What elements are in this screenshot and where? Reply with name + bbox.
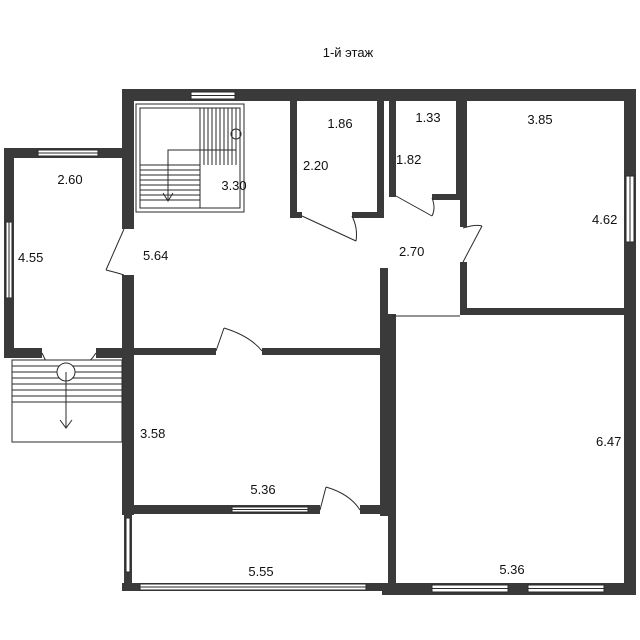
outer-wall-left-lower [122,275,134,515]
door-bedroom-arc [462,224,483,229]
door-kitchen-arc [223,327,263,352]
staircase [135,103,245,213]
bathroom-width-label: 1.33 [415,110,440,125]
bedroom-depth-label: 4.62 [592,212,617,227]
bathroom-wall-bottom [432,194,463,200]
kitchen-width-label: 5.36 [250,482,275,497]
bathroom-wall-right [456,101,463,197]
hall-width-label: 3.30 [221,178,246,193]
porch-steps [11,359,123,443]
door-closet-arc [351,215,357,242]
windows [5,91,635,593]
steps-arrow-head [59,419,73,429]
living-depth-label: 6.47 [596,434,621,449]
door-entrance-leaf [105,228,125,271]
stair-arrow-head [162,192,174,202]
closet-wall-bottom-left [290,212,302,218]
door-bathroom-arc [431,197,435,217]
porch-wall-bottom-right [96,348,132,358]
kitchen-wall-bottom-left [122,505,320,514]
door-veranda-arc [325,486,361,511]
bedroom-wall-left-lower [460,262,467,314]
door-bedroom-leaf [462,225,483,263]
outer-wall-left-upper [122,89,134,229]
closet-wall-right [377,101,384,217]
closet-wall-left [290,101,297,217]
kitchen-depth-label: 3.58 [140,426,165,441]
closet-depth-label: 2.20 [303,158,328,173]
porch-width-label: 2.60 [57,172,82,187]
closet-wall-bottom-right [352,212,384,218]
porch-wall-bottom-left [4,348,42,358]
floor-title: 1-й этаж [323,45,374,60]
bedroom-width-label: 3.85 [527,112,552,127]
door-closet-leaf [301,215,357,242]
door-kitchen-leaf [215,327,225,352]
corridor-width-label: 2.70 [399,244,424,259]
stair-inner-outline [139,107,241,209]
stair-outline [135,103,245,213]
hall-wall-bottom-left [134,348,216,355]
living-wall-left [388,314,396,595]
closet-width-label: 1.86 [327,116,352,131]
hall-wall-right [380,268,388,354]
window-veranda-left [125,517,131,573]
door-bathroom-leaf [395,195,433,217]
kitchen-wall-right [380,354,388,516]
door-veranda-leaf [319,486,327,511]
veranda-width-label: 5.55 [248,564,273,579]
bedroom-wall-bottom [460,308,636,315]
stair-direction-line [167,134,237,200]
hall-wall-bottom-right [262,348,388,355]
hall-depth-label: 5.64 [143,248,168,263]
porch-depth-label: 4.55 [18,250,43,265]
room-dimensions: 2.60 4.55 3.30 5.64 1.86 2.20 1.33 1.82 … [18,110,621,579]
bathroom-depth-label: 1.82 [396,152,421,167]
bathroom-wall-left [389,101,396,197]
kitchen-wall-bottom-right [360,505,388,514]
door-entrance-arc [105,269,125,276]
bedroom-wall-left-upper [460,101,467,227]
outer-wall-right [624,89,636,593]
living-width-label: 5.36 [499,562,524,577]
outer-wall-top [122,89,636,101]
